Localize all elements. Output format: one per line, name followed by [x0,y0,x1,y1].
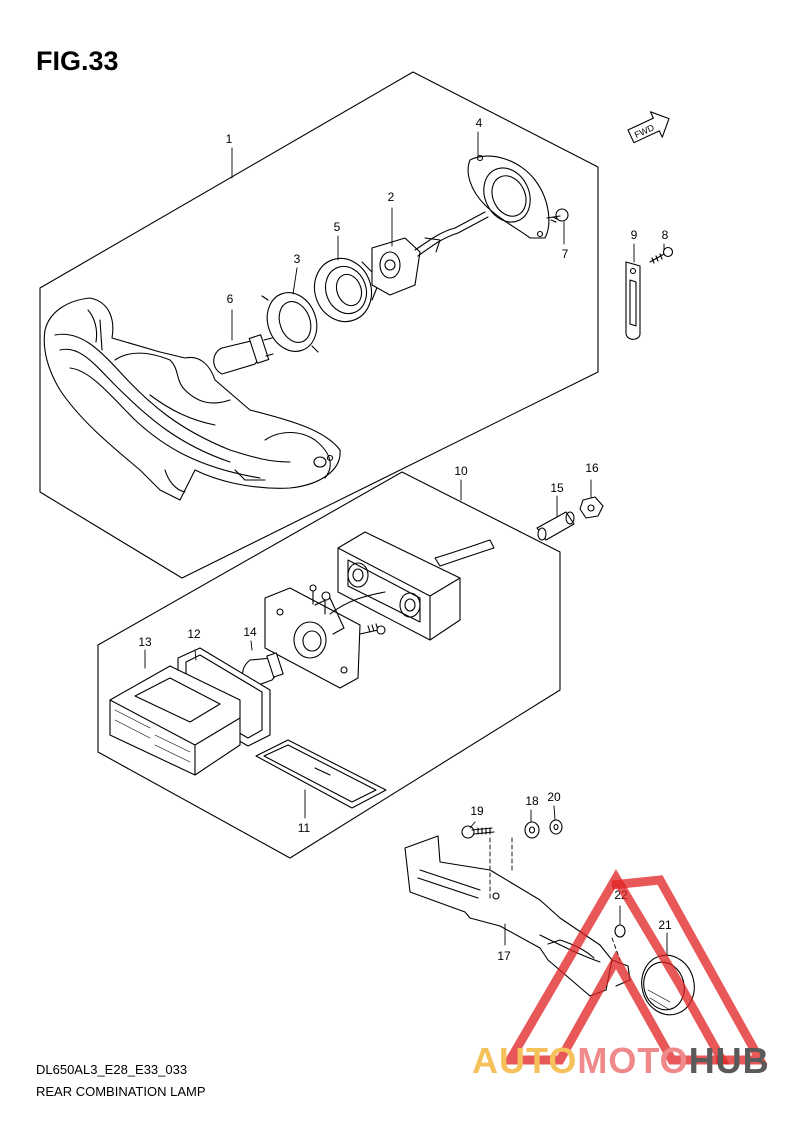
callout-14: 14 [243,625,257,639]
callout-3: 3 [294,252,301,266]
screw-8 [649,246,674,264]
watermark-part-2: MOTO [577,1040,689,1081]
watermark-part-3: HUB [688,1040,770,1081]
socket-plate [264,587,386,689]
reflector-21 [641,954,695,1016]
callout-12: 12 [187,627,201,641]
callout-11: 11 [298,821,311,835]
watermark-logo-icon [502,869,768,1065]
callout-18: 18 [525,794,539,808]
watermark-text: AUTOMOTOHUB [472,1040,770,1082]
tail-lamp-housing [43,297,341,501]
callout-10: 10 [454,464,468,478]
bolt-set [309,584,386,635]
leader-lines [144,131,668,961]
callout-19: 19 [470,804,484,818]
callout-21: 21 [658,918,672,932]
figure-code: DL650AL3_E28_E33_033 [36,1062,188,1077]
plate-11 [255,739,387,809]
bracket-9 [625,261,641,340]
socket-wire-2 [371,211,489,296]
license-lamp-housing-10 [337,531,495,641]
callout-15: 15 [550,481,564,495]
callout-13: 13 [138,635,152,649]
callout-5: 5 [334,220,341,234]
watermark-part-1: AUTO [472,1040,578,1081]
socket-holder-5 [313,257,381,323]
screw-7 [546,208,569,223]
callout-8: 8 [662,228,669,242]
figure-name: REAR COMBINATION LAMP [36,1084,206,1099]
callout-16: 16 [585,461,599,475]
callout-2: 2 [388,190,395,204]
bolt-19 [461,825,495,839]
callout-17: 17 [497,949,511,963]
lens-13 [109,665,241,776]
collar-15 [536,511,575,541]
gasket-4 [467,154,550,239]
washer-18 [524,821,540,839]
ring-3 [261,292,319,353]
figure-title: FIG.33 [36,46,119,76]
fwd-arrow-icon: FWD [627,111,670,144]
nut-16 [579,496,604,519]
callout-1: 1 [226,132,233,146]
callout-numbers: 1 2 3 4 5 6 7 8 9 10 11 12 13 14 15 16 1… [138,116,672,963]
assembly-1-outline [39,71,599,579]
callout-20: 20 [547,790,561,804]
bulb-6 [213,334,274,375]
callout-9: 9 [631,228,638,242]
callout-7: 7 [562,247,569,261]
nut-22 [614,924,626,938]
assembly-10-outline [97,471,561,859]
nut-20 [549,819,563,835]
callout-4: 4 [476,116,483,130]
callout-6: 6 [227,292,234,306]
